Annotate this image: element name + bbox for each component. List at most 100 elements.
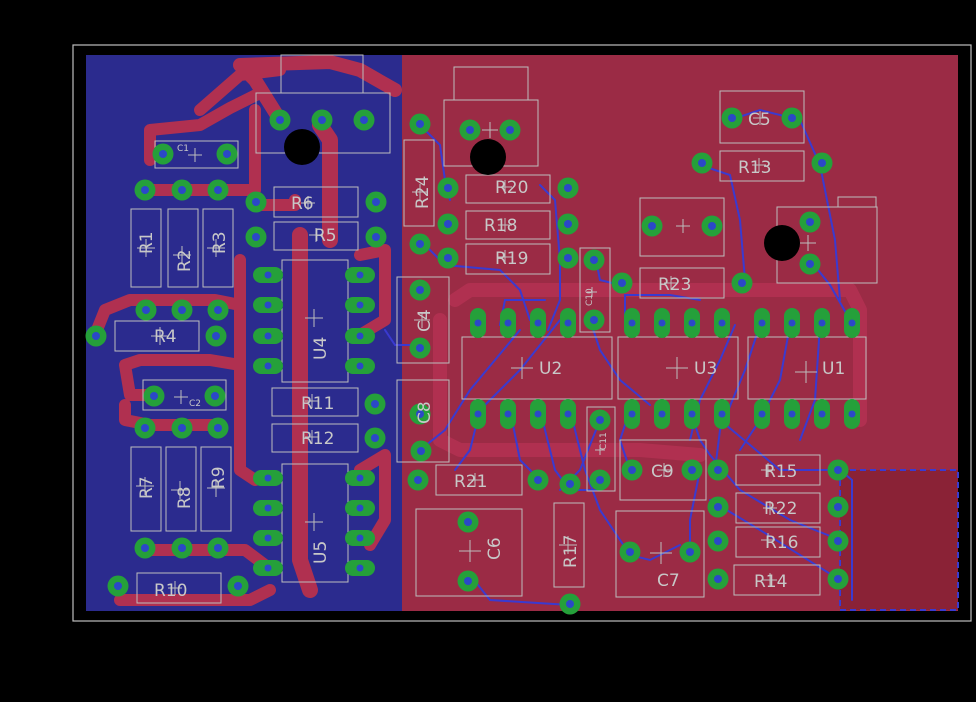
- resistor-outline: [114, 320, 200, 352]
- label-r19: R19: [495, 249, 528, 269]
- center-mark: [305, 394, 319, 408]
- via-hole: [214, 306, 222, 314]
- resistor-outline: [719, 150, 805, 182]
- via-hole: [417, 447, 425, 455]
- keepout-zone: [839, 469, 959, 611]
- via-hole: [718, 410, 726, 418]
- via-hole: [416, 120, 424, 128]
- resistor-outline: [130, 208, 162, 288]
- via-hole: [648, 222, 656, 230]
- capacitor-outline: [396, 379, 450, 463]
- center-mark: [136, 477, 154, 495]
- resistor-outline: [271, 423, 359, 453]
- label-r1: R1: [137, 231, 157, 254]
- label-u3: U3: [694, 359, 717, 379]
- label-u2: U2: [539, 359, 562, 379]
- via-hole: [444, 254, 452, 262]
- ic-u4-outline: [281, 259, 349, 383]
- center-mark: [800, 235, 816, 251]
- via-hole: [564, 319, 572, 327]
- center-mark: [498, 218, 512, 232]
- via-hole: [356, 332, 364, 340]
- top-layer-traces: [89, 55, 867, 606]
- label-r7: R7: [137, 476, 157, 499]
- via-hole: [414, 476, 422, 484]
- label-c9: C9: [651, 462, 674, 482]
- via-hole: [474, 410, 482, 418]
- label-r12: R12: [301, 429, 334, 449]
- via-hole: [566, 600, 574, 608]
- via-hole: [264, 534, 272, 542]
- resistor-outline: [553, 502, 585, 588]
- capacitor-outline: [415, 508, 523, 597]
- center-mark: [168, 581, 182, 595]
- resistor-outline: [273, 221, 359, 251]
- via-hole: [618, 279, 626, 287]
- via-hole: [142, 306, 150, 314]
- via-hole: [504, 410, 512, 418]
- via-hole: [444, 184, 452, 192]
- via-hole: [141, 544, 149, 552]
- resistor-outline: [735, 454, 821, 486]
- via-hole: [159, 150, 167, 158]
- via-hole: [416, 286, 424, 294]
- capacitor-outline: [586, 406, 616, 492]
- via-hole: [714, 503, 722, 511]
- via-hole: [371, 400, 379, 408]
- via-hole: [564, 254, 572, 262]
- label-c5: C5: [748, 110, 771, 130]
- center-mark: [595, 445, 605, 455]
- via-hole: [848, 410, 856, 418]
- via-hole: [356, 564, 364, 572]
- via-hole: [806, 260, 814, 268]
- via-hole: [834, 575, 842, 583]
- ic-u5-outline: [281, 463, 349, 583]
- via-hole: [818, 159, 826, 167]
- center-mark: [676, 219, 690, 233]
- label-c7: C7: [657, 571, 680, 591]
- via-hole: [686, 548, 694, 556]
- via-hole: [848, 319, 856, 327]
- resistor-outline: [735, 492, 821, 524]
- via-hole: [738, 279, 746, 287]
- via-hole: [264, 271, 272, 279]
- via-hole: [534, 410, 542, 418]
- center-mark: [188, 148, 202, 162]
- via-hole: [718, 319, 726, 327]
- center-mark: [761, 533, 775, 547]
- package-tab-outline: [453, 66, 529, 101]
- via-hole: [714, 575, 722, 583]
- center-mark: [763, 573, 777, 587]
- via-hole: [708, 222, 716, 230]
- label-r22: R22: [764, 499, 797, 519]
- center-mark: [305, 309, 323, 327]
- label-r2: R2: [175, 249, 195, 272]
- via-hole: [92, 332, 100, 340]
- center-mark: [657, 463, 671, 477]
- package-tab-outline: [837, 196, 877, 208]
- via-hole: [252, 233, 260, 241]
- capacitor-outline: [142, 379, 227, 411]
- center-mark: [761, 463, 775, 477]
- via-hole: [566, 480, 574, 488]
- via-hole: [834, 466, 842, 474]
- center-mark: [498, 180, 512, 194]
- via-hole: [658, 410, 666, 418]
- center-mark: [795, 361, 817, 383]
- capacitor-outline: [619, 439, 707, 501]
- center-mark: [752, 158, 766, 172]
- center-mark: [753, 111, 767, 125]
- via-hole: [590, 316, 598, 324]
- via-hole: [223, 150, 231, 158]
- center-mark: [498, 250, 512, 264]
- label-r24: R24: [413, 176, 433, 209]
- resistor-outline: [165, 446, 197, 532]
- center-mark: [309, 228, 323, 242]
- via-hole: [178, 306, 186, 314]
- via-hole: [141, 186, 149, 194]
- via-hole: [371, 434, 379, 442]
- via-hole: [788, 319, 796, 327]
- via-hole: [788, 410, 796, 418]
- center-mark: [412, 184, 428, 200]
